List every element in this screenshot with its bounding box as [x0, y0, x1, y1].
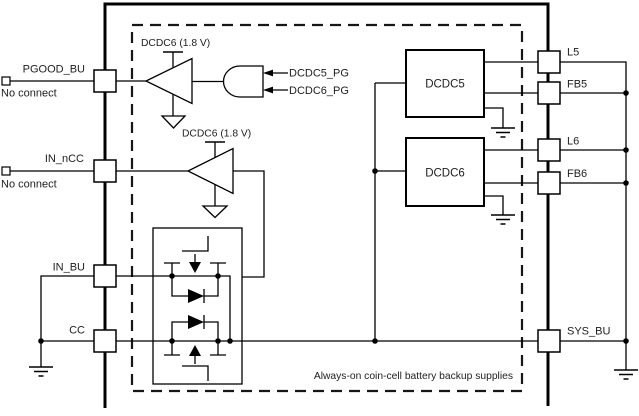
diode-loop	[171, 276, 219, 297]
nc-terminal-inncc	[1, 166, 11, 176]
diode-arrow-icon	[188, 289, 204, 303]
pgood-buffer	[144, 51, 193, 129]
arrow-left-icon	[263, 69, 273, 77]
junction-dot	[215, 338, 221, 344]
earth-grounds	[29, 127, 638, 380]
wire-dcdc-outputs	[484, 61, 538, 184]
junction-dot	[215, 273, 221, 279]
junction-dot	[623, 147, 629, 153]
pin-label-l5: L5	[567, 47, 579, 59]
pads	[1, 50, 561, 353]
junction-dots	[38, 90, 629, 344]
wire-buffer-to-switch-gate	[233, 170, 265, 278]
earth-ground-icon	[491, 127, 515, 138]
mosfet-arrow-down-icon	[189, 262, 201, 273]
arrow-left-icon	[263, 86, 273, 94]
pin-label-l6: L6	[567, 136, 579, 148]
wire-dcdc5-gnd	[484, 107, 504, 128]
junction-dot	[38, 338, 44, 344]
cc-buffer	[186, 141, 234, 219]
pad-in-bu	[93, 264, 117, 288]
dcdc5-block: DCDC5	[405, 49, 485, 118]
and-gate-icon	[222, 65, 264, 98]
dcdc6-block: DCDC6	[405, 137, 485, 207]
junction-dot	[372, 168, 378, 174]
dcdc6-box	[405, 137, 485, 207]
wire-dcdc-input-rail	[374, 82, 406, 341]
pad-cc	[93, 329, 117, 353]
body-diode-top-icon	[171, 276, 219, 303]
earth-ground-icon	[614, 369, 638, 380]
diode-loop	[171, 321, 219, 341]
mosfet-terminals	[164, 262, 226, 276]
wires	[10, 61, 627, 370]
junction-dot	[169, 273, 175, 279]
junction-dot	[169, 338, 175, 344]
pin-label-in-ncc: IN_nCC	[45, 153, 84, 165]
mosfet-terminals	[164, 341, 226, 356]
nc-terminal-pgood	[1, 76, 11, 86]
dcdc5-label: DCDC5	[425, 79, 465, 91]
triangle-ground-icon	[160, 115, 187, 129]
junction-dot	[623, 90, 629, 96]
pad-pgood-bu	[93, 69, 117, 93]
buffer-triangle-icon	[144, 57, 193, 105]
junction-dot	[623, 180, 629, 186]
wire-inbu-left-to-ground	[40, 275, 94, 367]
wire-right-rail	[560, 61, 627, 370]
signal-label-dcdc6-pg: DCDC6_PG	[289, 85, 349, 97]
wire-fb-taps	[560, 92, 626, 184]
pad-l6	[537, 138, 561, 162]
pin-label-pgood-bu: PGOOD_BU	[23, 64, 85, 76]
mosfet-bottom-icon	[164, 341, 226, 381]
supply-label-buffer1: DCDC6 (1.8 V)	[141, 38, 210, 49]
no-connect-note: No connect	[1, 88, 57, 100]
pad-fb5	[537, 81, 561, 105]
fet-switch-block	[152, 227, 243, 385]
dcdc6-label: DCDC6	[425, 168, 465, 180]
earth-ground-icon	[491, 214, 515, 225]
wire-inbu-through-switch	[116, 275, 231, 341]
chip-outline	[103, 2, 550, 408]
diode-arrow-icon	[188, 315, 204, 329]
supply-label-buffer2: DCDC6 (1.8 V)	[182, 129, 251, 140]
pin-label-sys-bu: SYS_BU	[567, 326, 610, 338]
wire-dcdc6-gnd	[484, 195, 504, 215]
earth-ground-icon	[29, 366, 53, 377]
pin-label-fb6: FB6	[567, 168, 587, 180]
pin-label-fb5: FB5	[567, 79, 587, 91]
pin-label-in-bu: IN_BU	[53, 262, 85, 274]
junction-dot	[372, 338, 378, 344]
body-diode-bottom-icon	[171, 315, 219, 341]
pad-sys-bu	[537, 329, 561, 353]
dcdc5-box	[405, 49, 485, 118]
buffer-triangle-icon	[186, 147, 234, 195]
mosfet-top-icon	[164, 236, 226, 276]
junction-dot	[623, 338, 629, 344]
region-caption: Always-on coin-cell battery backup suppl…	[314, 371, 513, 382]
junction-dot	[227, 338, 233, 344]
pin-label-cc: CC	[69, 325, 85, 337]
triangle-ground-icon	[201, 205, 229, 219]
mosfet-gate	[182, 236, 209, 252]
no-connect-note: No connect	[1, 179, 57, 191]
signal-label-dcdc5-pg: DCDC5_PG	[289, 68, 349, 80]
mosfet-gate	[182, 365, 209, 381]
pad-in-ncc	[93, 159, 117, 183]
wire-pg-inputs	[265, 72, 288, 91]
and-gate	[222, 65, 273, 98]
pad-l5	[537, 50, 561, 74]
fet-switch-box	[152, 227, 243, 385]
mosfet-arrow-up-icon	[189, 345, 201, 356]
labels: PGOOD_BU No connect IN_nCC No connect IN…	[1, 38, 610, 382]
pad-fb6	[537, 171, 561, 195]
